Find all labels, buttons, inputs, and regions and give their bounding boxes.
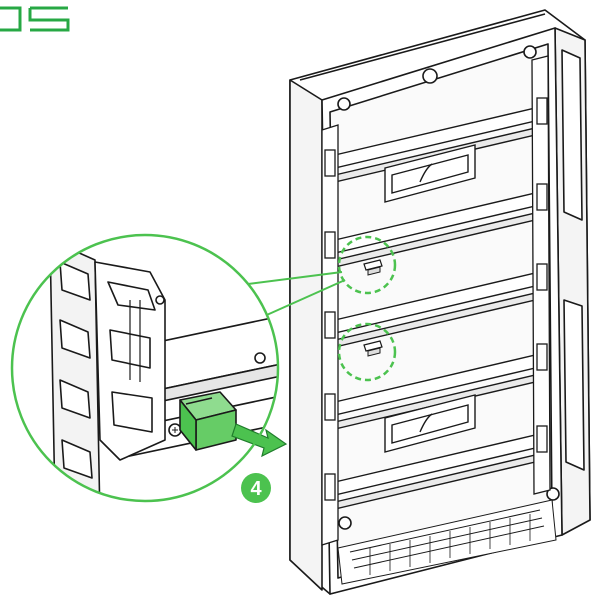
clip-part	[179, 391, 237, 451]
callout-leader	[239, 271, 346, 319]
logo-mark	[0, 6, 70, 32]
clip-detail-upper	[363, 259, 383, 276]
zoom-detail	[10, 233, 288, 503]
corner-screws	[337, 45, 560, 530]
cable-entry-grille	[337, 499, 557, 585]
clip-detail-lower	[363, 340, 383, 357]
step-badge: 4	[241, 473, 271, 503]
din-rails	[334, 104, 549, 510]
arrow-right-icon	[231, 423, 288, 458]
highlight-circle-lower	[337, 322, 397, 382]
highlight-circle-upper	[337, 235, 397, 295]
step-number: 4	[250, 478, 262, 500]
label-holders	[384, 144, 476, 453]
vertical-brackets	[321, 55, 551, 546]
